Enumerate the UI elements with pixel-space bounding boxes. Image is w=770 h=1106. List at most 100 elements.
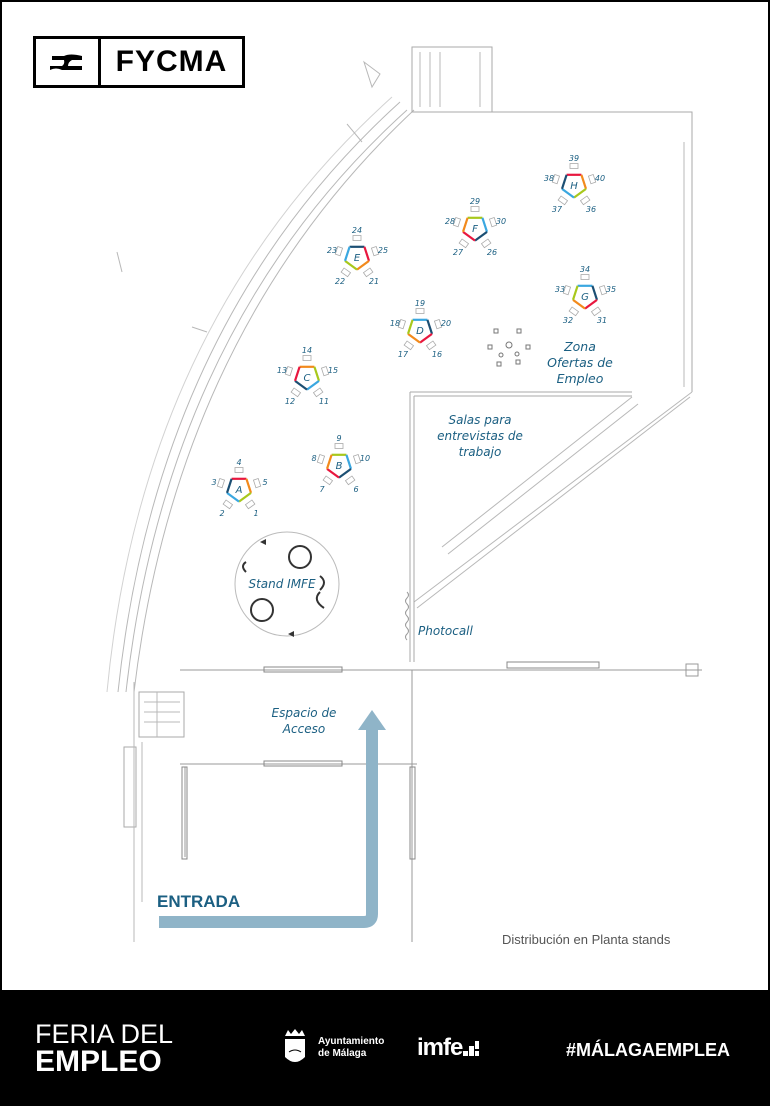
stand-number: 27: [453, 248, 464, 257]
desk-icon: [587, 174, 597, 185]
stand-segment: [238, 492, 252, 503]
desk-icon: [352, 235, 362, 241]
desk-icon: [580, 274, 590, 280]
stand-number: 34: [580, 265, 590, 274]
stand-segment: [584, 299, 598, 310]
desk-icon: [415, 308, 425, 314]
desk-icon: [569, 163, 579, 169]
stand-number: 19: [415, 299, 425, 308]
stand-number: 13: [277, 366, 287, 375]
stand-number: 40: [595, 174, 605, 183]
stand-number: 17: [398, 350, 409, 359]
fycma-mark-icon: [36, 39, 101, 85]
stand-segment: [419, 333, 433, 344]
desk-icon: [480, 238, 492, 249]
stand-segment: [462, 231, 476, 242]
stand-number: 31: [597, 316, 607, 325]
stand-segment: [406, 319, 414, 335]
ayuntamiento-line2: de Málaga: [318, 1048, 367, 1059]
desk-icon: [352, 454, 362, 465]
cluster-letter: A: [235, 485, 243, 496]
desk-icon: [322, 475, 334, 486]
stand-number: 30: [496, 217, 506, 226]
stand-segment: [571, 285, 579, 301]
stand-number: 18: [390, 319, 400, 328]
entrada-label: ENTRADA: [157, 892, 241, 911]
cluster-letter: C: [304, 373, 311, 384]
stand-number: 23: [327, 246, 337, 255]
stand-segment: [461, 217, 469, 233]
event-title-line2: EMPLEO: [35, 1045, 162, 1078]
desk-icon: [244, 499, 256, 510]
desk-icon: [568, 306, 580, 317]
stand-segment: [580, 174, 588, 190]
stand-segment: [338, 468, 352, 479]
desk-icon: [222, 499, 234, 510]
desk-icon: [312, 387, 324, 398]
desk-icon: [290, 387, 302, 398]
entrance-arrow: [159, 730, 378, 928]
plan-caption: Distribución en Planta stands: [502, 932, 671, 947]
desk-icon: [234, 467, 244, 473]
stand-number: 8: [311, 454, 316, 463]
desk-icon: [579, 195, 591, 206]
stand-number: 25: [378, 246, 388, 255]
desk-icon: [284, 366, 294, 377]
imfe-text: imfe: [417, 1034, 463, 1061]
table-icon: [288, 545, 312, 569]
desk-icon: [334, 246, 344, 257]
stand-number: 10: [360, 454, 370, 463]
stand-number: 4: [236, 458, 241, 467]
stand-number: 2: [219, 509, 224, 518]
stand-segment: [426, 319, 434, 335]
desk-icon: [340, 267, 352, 278]
stand-segment: [306, 380, 320, 391]
desk-icon: [216, 478, 226, 489]
hashtag: #MÁLAGAEMPLEA: [566, 1040, 731, 1060]
logo-text: FYCMA: [115, 45, 228, 78]
footer: FERIA DEL EMPLEO Ayuntamiento de Málaga …: [2, 990, 768, 1104]
cluster-letter: E: [354, 253, 361, 264]
stand-imfe: [234, 531, 340, 637]
stand-number: 11: [319, 397, 329, 406]
stand-number: 35: [606, 285, 616, 294]
stand-number: 36: [586, 205, 596, 214]
stand-number: 16: [432, 350, 442, 359]
cluster-letter: F: [472, 224, 478, 235]
stand-segment: [343, 246, 351, 262]
desk-icon: [433, 319, 443, 330]
cluster-letter: D: [416, 326, 424, 337]
stand-segment: [326, 468, 340, 479]
stand-segment: [363, 246, 371, 262]
zone-salas-label: Salas para entrevistas de trabajo: [437, 413, 523, 459]
desk-icon: [562, 285, 572, 296]
stand-segment: [293, 366, 301, 382]
desk-icon: [488, 217, 498, 228]
stand-segment: [226, 492, 240, 503]
event-title-line1: FERIA DEL: [35, 1019, 174, 1049]
stand-segment: [245, 478, 253, 494]
coat-of-arms-icon: [285, 1029, 305, 1062]
desk-icon: [551, 174, 561, 185]
stand-number: 33: [555, 285, 565, 294]
desk-icon: [590, 306, 602, 317]
espacio-acceso-label: Espacio de Acceso: [271, 706, 337, 736]
stand-segment: [313, 366, 321, 382]
desk-icon: [362, 267, 374, 278]
stand-segment: [356, 260, 370, 271]
cluster-letter: G: [581, 292, 589, 303]
stand-number: 38: [544, 174, 554, 183]
desk-icon: [302, 355, 312, 361]
curved-wall: [133, 109, 415, 693]
stand-segment: [407, 333, 421, 344]
ayuntamiento-logo: Ayuntamiento de Málaga: [282, 1028, 384, 1068]
desk-icon: [403, 340, 415, 351]
